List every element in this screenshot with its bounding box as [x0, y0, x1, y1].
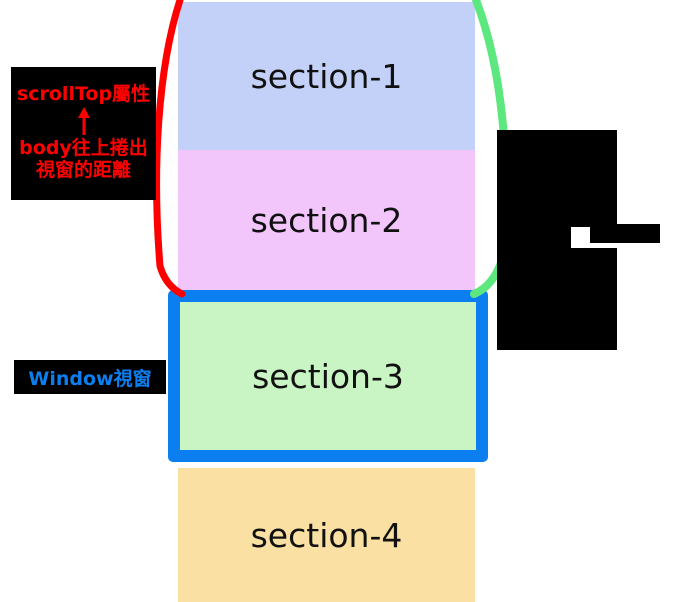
scroll-height-label-mask [590, 224, 660, 243]
window-viewport-frame: section-3 [168, 290, 488, 462]
section-1-label: section-1 [250, 56, 403, 96]
scroll-height-label: Sc [573, 228, 596, 248]
section-2-block: section-2 [178, 150, 475, 291]
scroll-top-desc-line-2: 視窗的距離 [35, 158, 131, 181]
section-4-block: section-4 [178, 468, 475, 602]
section-3-label: section-3 [252, 356, 404, 396]
scroll-top-desc-line-1: body往上捲出 [19, 137, 148, 160]
scroll-top-title: scrollTop屬性 [16, 83, 151, 106]
section-2-label: section-2 [250, 201, 403, 240]
window-callout: Window視窗 [14, 360, 166, 394]
scroll-top-callout: scrollTop屬性 body往上捲出 視窗的距離 [11, 67, 156, 200]
window-label: Window視窗 [28, 367, 152, 390]
section-3-block: section-3 [180, 302, 476, 450]
arrow-up-icon [77, 107, 90, 136]
section-1-block: section-1 [178, 2, 475, 150]
section-4-label: section-4 [250, 515, 403, 555]
